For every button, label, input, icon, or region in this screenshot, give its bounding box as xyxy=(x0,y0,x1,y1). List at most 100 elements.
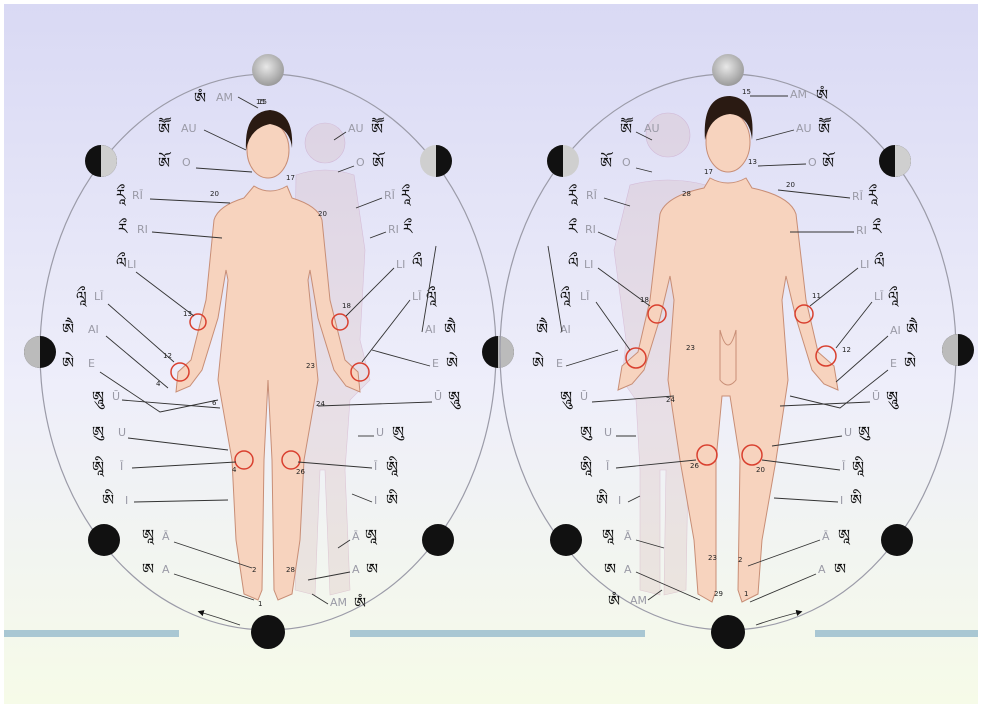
svg-text:རྀ: རྀ xyxy=(403,218,413,238)
svg-text:17: 17 xyxy=(704,168,713,176)
svg-text:O: O xyxy=(622,156,631,169)
svg-text:ཨཽ: ཨཽ xyxy=(158,117,171,138)
svg-text:AM: AM xyxy=(790,88,807,101)
svg-text:23: 23 xyxy=(306,362,315,370)
svg-text:LĪ: LĪ xyxy=(874,290,884,303)
svg-text:རཱྀ: རཱྀ xyxy=(116,184,126,206)
svg-text:U: U xyxy=(118,426,126,439)
svg-text:ཨཱི: ཨཱི xyxy=(852,456,865,477)
svg-text:E: E xyxy=(432,357,439,370)
svg-text:ཨཻ: ཨཻ xyxy=(906,317,918,338)
svg-text:ཨཱ: ཨཱ xyxy=(365,526,378,545)
moon-half-icon xyxy=(482,336,514,368)
svg-text:ཨཱ: ཨཱ xyxy=(142,526,155,545)
svg-text:O: O xyxy=(182,156,191,169)
svg-text:O: O xyxy=(356,156,365,169)
svg-text:AM: AM xyxy=(630,594,647,607)
svg-text:ལཱྀ: ལཱྀ xyxy=(888,286,899,307)
svg-text:AU: AU xyxy=(348,122,364,135)
svg-text:LĪ: LĪ xyxy=(412,290,422,303)
svg-text:12: 12 xyxy=(842,346,851,354)
moon-half-icon xyxy=(879,145,911,177)
svg-text:Ū: Ū xyxy=(580,390,588,403)
svg-text:ཨ: ཨ xyxy=(834,560,846,578)
svg-text:ཨཾ: ཨཾ xyxy=(194,88,206,107)
svg-text:ཨཻ: ཨཻ xyxy=(62,317,74,338)
svg-text:LI: LI xyxy=(584,258,593,271)
svg-text:AU: AU xyxy=(181,122,197,135)
svg-text:ཨི: ཨི xyxy=(102,489,114,509)
svg-text:28: 28 xyxy=(682,190,691,198)
svg-text:29: 29 xyxy=(714,590,723,598)
svg-text:ལྀ: ལྀ xyxy=(874,252,885,272)
svg-text:ཨུ: ཨུ xyxy=(580,423,593,441)
svg-text:RĪ: RĪ xyxy=(384,189,396,202)
svg-text:ཨོ: ཨོ xyxy=(158,151,171,172)
svg-text:Ā: Ā xyxy=(624,530,632,543)
ground-bar xyxy=(4,630,179,637)
svg-text:ལྀ: ལྀ xyxy=(568,252,579,272)
svg-text:2: 2 xyxy=(252,566,256,574)
svg-text:20: 20 xyxy=(318,210,327,218)
moon-new-icon xyxy=(251,615,285,649)
svg-text:ཨ: ཨ xyxy=(366,560,378,578)
svg-text:RI: RI xyxy=(585,223,596,236)
moon-new-icon xyxy=(88,524,120,556)
svg-text:ལྀ: ལྀ xyxy=(116,252,127,272)
svg-text:U: U xyxy=(604,426,612,439)
svg-text:A: A xyxy=(818,563,826,576)
moon-half-icon xyxy=(547,145,579,177)
svg-text:23: 23 xyxy=(708,554,717,562)
svg-text:RI: RI xyxy=(388,223,399,236)
svg-text:AU: AU xyxy=(796,122,812,135)
svg-text:ཨཽ: ཨཽ xyxy=(371,117,384,138)
svg-text:U: U xyxy=(376,426,384,439)
svg-text:RI: RI xyxy=(856,224,867,237)
svg-text:ཨཱི: ཨཱི xyxy=(92,456,105,477)
svg-text:ཨེ: ཨེ xyxy=(62,352,74,372)
svg-text:ཨཾ: ཨཾ xyxy=(816,85,828,104)
svg-text:1: 1 xyxy=(258,600,262,608)
svg-text:ཨཾ: ཨཾ xyxy=(354,593,366,612)
svg-text:རྀ: རྀ xyxy=(568,218,578,238)
svg-text:13: 13 xyxy=(748,158,757,166)
svg-text:Ū: Ū xyxy=(872,390,880,403)
svg-text:རྀ: རྀ xyxy=(118,218,128,238)
svg-text:ཨོ: ཨོ xyxy=(600,151,613,172)
svg-text:ལྀ: ལྀ xyxy=(412,252,423,272)
svg-text:ཨཽ: ཨཽ xyxy=(620,117,633,138)
svg-text:24: 24 xyxy=(666,396,675,404)
svg-text:24: 24 xyxy=(316,400,325,408)
svg-text:ཨཱ: ཨཱ xyxy=(838,526,851,545)
svg-text:ཨཾ: ཨཾ xyxy=(608,591,620,610)
svg-text:Ā: Ā xyxy=(162,530,170,543)
svg-text:LĪ: LĪ xyxy=(580,290,590,303)
ground-bar xyxy=(350,630,645,637)
svg-text:ཨོ: ཨོ xyxy=(822,151,835,172)
svg-text:LI: LI xyxy=(860,258,869,271)
svg-text:15: 15 xyxy=(742,88,751,96)
svg-text:A: A xyxy=(624,563,632,576)
svg-text:LĪ: LĪ xyxy=(94,290,104,303)
moon-new-icon xyxy=(711,615,745,649)
svg-text:རཱྀ: རཱྀ xyxy=(401,184,411,206)
svg-text:A: A xyxy=(162,563,170,576)
svg-text:20: 20 xyxy=(786,181,795,189)
svg-text:17: 17 xyxy=(286,174,295,182)
svg-text:ཨཱི: ཨཱི xyxy=(386,456,399,477)
svg-text:18: 18 xyxy=(342,302,351,310)
svg-text:AI: AI xyxy=(890,324,901,337)
svg-text:ཨུ: ཨུ xyxy=(92,423,105,441)
svg-text:Ū: Ū xyxy=(112,390,120,403)
svg-text:18: 18 xyxy=(640,296,649,304)
svg-text:ཨུ: ཨུ xyxy=(392,423,405,441)
svg-text:ཨ: ཨ xyxy=(142,560,154,578)
svg-text:ཨཽ: ཨཽ xyxy=(818,117,831,138)
svg-text:4: 4 xyxy=(232,466,237,474)
svg-text:AI: AI xyxy=(88,323,99,336)
svg-text:28: 28 xyxy=(286,566,295,574)
svg-text:LI: LI xyxy=(127,258,136,271)
svg-text:LI: LI xyxy=(396,258,405,271)
svg-text:ལཱྀ: ལཱྀ xyxy=(76,286,87,307)
